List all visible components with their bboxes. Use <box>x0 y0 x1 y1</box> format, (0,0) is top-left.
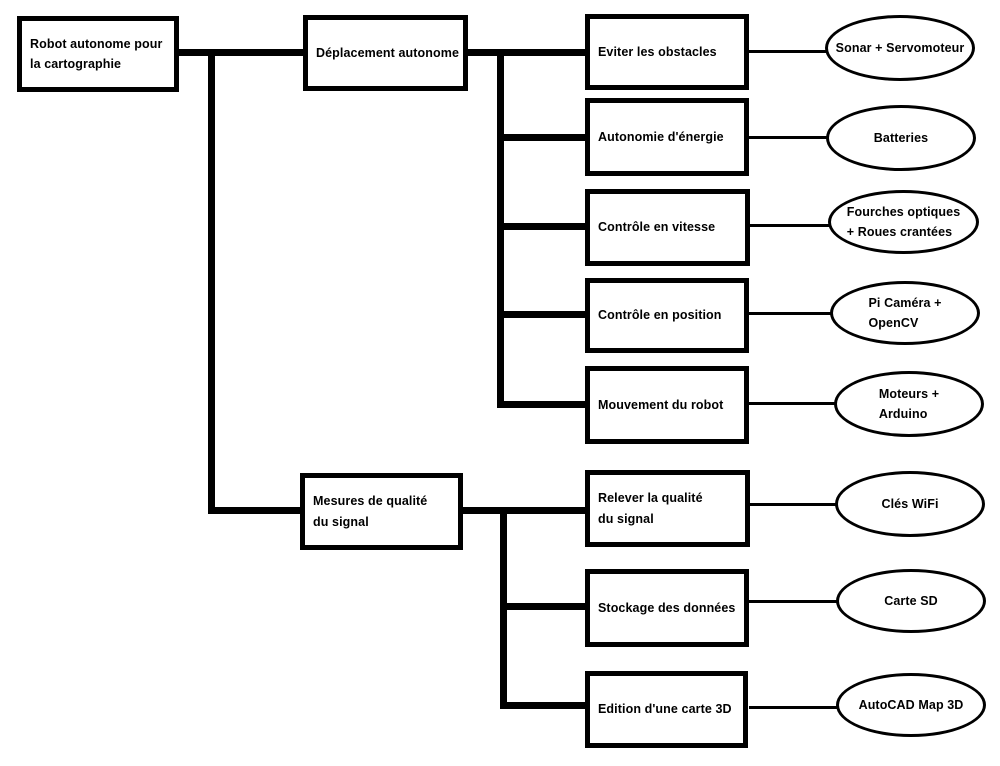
ellipse-batteries: Batteries <box>826 105 976 171</box>
connector-task8-to-solution <box>749 706 840 709</box>
ellipse-moteurs-arduino: Moteurs + Arduino <box>834 371 984 437</box>
connector-root-trunk <box>208 49 215 514</box>
connector-branch1-to-child3 <box>497 223 585 230</box>
solution-label: Batteries <box>873 130 929 145</box>
node-root-label: Robot autonome pour la cartographie <box>30 36 163 71</box>
task-label: Contrôle en vitesse <box>598 220 716 235</box>
solution-label: AutoCAD Map 3D <box>858 697 964 712</box>
task-label: Edition d'une carte 3D <box>598 702 732 717</box>
ellipse-cles-wifi: Clés WiFi <box>835 471 985 537</box>
task-label: Autonomie d'énergie <box>598 129 724 144</box>
node-branch-deplacement-autonome: Déplacement autonome <box>303 15 468 91</box>
node-task-controle-en-position: Contrôle en position <box>585 278 749 353</box>
connector-root-to-branch1 <box>179 49 303 56</box>
branch-label: Mesures de qualité du signal <box>313 494 428 529</box>
node-root: Robot autonome pour la cartographie <box>17 16 179 92</box>
task-label: Eviter les obstacles <box>598 44 717 59</box>
node-task-edition-carte-3d: Edition d'une carte 3D <box>585 671 748 748</box>
ellipse-sonar-servomoteur: Sonar + Servomoteur <box>825 15 975 81</box>
connector-branch1-to-child2 <box>497 134 585 141</box>
connector-branch2-to-child3 <box>500 702 585 709</box>
task-label: Stockage des données <box>598 600 736 615</box>
task-label: Mouvement du robot <box>598 397 724 412</box>
node-task-stockage-des-donnees: Stockage des données <box>585 569 749 647</box>
node-branch-mesures-qualite-signal: Mesures de qualité du signal <box>300 473 463 550</box>
connector-task1-to-solution <box>749 50 829 53</box>
connector-branch1-to-child4 <box>497 311 585 318</box>
solution-label: Clés WiFi <box>881 496 939 511</box>
node-task-mouvement-du-robot: Mouvement du robot <box>585 366 749 444</box>
node-task-controle-en-vitesse: Contrôle en vitesse <box>585 189 750 266</box>
ellipse-autocad-map-3d: AutoCAD Map 3D <box>836 673 986 737</box>
node-task-autonomie-energie: Autonomie d'énergie <box>585 98 749 176</box>
solution-label: Carte SD <box>884 593 938 608</box>
solution-label: Moteurs + Arduino <box>878 386 940 421</box>
connector-task4-to-solution <box>749 312 835 315</box>
ellipse-fourches-optiques-roues-crantees: Fourches optiques + Roues crantées <box>828 190 979 254</box>
connector-task6-to-solution <box>750 503 839 506</box>
connector-branch1-to-child1 <box>468 49 585 56</box>
solution-label: Sonar + Servomoteur <box>835 40 965 55</box>
connector-branch2-to-child1 <box>463 507 585 514</box>
connector-task5-to-solution <box>749 402 838 405</box>
node-task-relever-qualite-signal: Relever la qualité du signal <box>585 470 750 547</box>
branch-label: Déplacement autonome <box>316 45 460 60</box>
task-label: Relever la qualité du signal <box>598 491 703 526</box>
solution-label: Pi Caméra + OpenCV <box>868 295 942 330</box>
connector-branch2-to-child2 <box>500 603 585 610</box>
solution-label: Fourches optiques + Roues crantées <box>846 204 961 239</box>
connector-task3-to-solution <box>750 224 833 227</box>
connector-root-to-branch2 <box>208 507 300 514</box>
task-label: Contrôle en position <box>598 308 722 323</box>
node-task-eviter-les-obstacles: Eviter les obstacles <box>585 14 749 90</box>
connector-task2-to-solution <box>749 136 830 139</box>
ellipse-carte-sd: Carte SD <box>836 569 986 633</box>
connector-branch1-to-child5 <box>497 401 585 408</box>
connector-task7-to-solution <box>749 600 840 603</box>
ellipse-pi-camera-opencv: Pi Caméra + OpenCV <box>830 281 980 345</box>
